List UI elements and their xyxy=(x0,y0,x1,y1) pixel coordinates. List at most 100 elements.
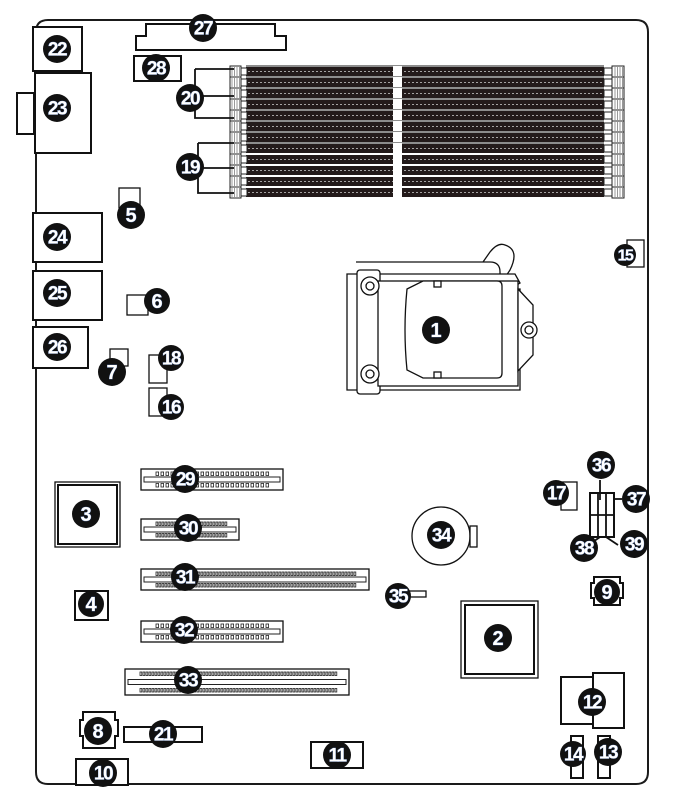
callout-34: 34 xyxy=(427,521,455,549)
callout-label: 38 xyxy=(575,539,594,560)
callout-marker xyxy=(43,279,71,307)
callout-13: 13 xyxy=(594,738,622,766)
callout-label: 6 xyxy=(151,291,162,313)
callout-label: 20 xyxy=(181,89,200,110)
callout-marker xyxy=(594,579,620,605)
callout-14: 14 xyxy=(560,741,586,767)
callout-25: 25 xyxy=(43,279,71,307)
callout-marker xyxy=(560,741,586,767)
dimm-slot xyxy=(229,98,625,111)
callout-label: 4 xyxy=(85,594,97,616)
callout-marker xyxy=(78,591,104,617)
pci-slot-33 xyxy=(124,668,350,696)
callout-label: 12 xyxy=(583,693,602,714)
callout-marker xyxy=(142,54,170,82)
callout-marker xyxy=(43,35,71,63)
callout-label: 7 xyxy=(106,362,117,384)
dimm-slot xyxy=(229,164,625,177)
pcie-slot-32 xyxy=(140,620,284,643)
callout-marker xyxy=(43,94,71,122)
callout-label: 22 xyxy=(48,40,67,61)
callout-19: 19 xyxy=(176,153,204,181)
callout-label: 8 xyxy=(92,721,103,743)
callout-marker xyxy=(43,333,71,361)
callout-marker xyxy=(620,530,648,558)
callout-18: 18 xyxy=(158,345,184,371)
callout-label: 28 xyxy=(147,59,166,80)
pcie-slot-29 xyxy=(140,468,284,491)
callout-marker xyxy=(427,521,455,549)
callout-label: 23 xyxy=(48,99,67,120)
callout-marker xyxy=(158,394,184,420)
callout-marker xyxy=(158,345,184,371)
callout-marker xyxy=(149,720,177,748)
callout-label: 32 xyxy=(175,621,194,642)
dimm-slot xyxy=(229,109,625,122)
callout-label: 33 xyxy=(179,671,198,692)
callout-label: 39 xyxy=(625,535,644,556)
callout-marker xyxy=(543,480,569,506)
callout-label: 29 xyxy=(176,470,195,491)
callout-label: 25 xyxy=(48,284,68,305)
callout-36: 36 xyxy=(587,451,615,479)
battery-34-clip xyxy=(469,525,478,548)
callout-24: 24 xyxy=(43,223,71,251)
callout-label: 18 xyxy=(162,349,181,370)
dimm-slot xyxy=(229,76,625,89)
callout-9: 9 xyxy=(594,579,620,605)
callout-marker xyxy=(170,616,198,644)
dimm-slot xyxy=(229,142,625,155)
expansion-slots xyxy=(124,468,370,696)
callout-37: 37 xyxy=(622,485,650,513)
callout-marker xyxy=(578,688,606,716)
callout-label: 31 xyxy=(176,568,196,589)
callout-38: 38 xyxy=(570,534,598,562)
callout-marker xyxy=(84,717,112,745)
jumper-block-36-39 xyxy=(589,480,622,546)
callout-marker xyxy=(189,14,217,42)
callout-27: 27 xyxy=(189,14,217,42)
callout-marker xyxy=(570,534,598,562)
callout-2: 2 xyxy=(484,624,512,652)
dimm-slot xyxy=(229,131,625,144)
dimm-slot xyxy=(229,175,625,188)
callout-label: 27 xyxy=(194,19,213,40)
callout-marker xyxy=(144,288,170,314)
callout-32: 32 xyxy=(170,616,198,644)
callout-marker xyxy=(385,583,411,609)
callout-marker xyxy=(622,485,650,513)
callout-35: 35 xyxy=(385,583,411,609)
callout-31: 31 xyxy=(171,563,199,591)
callout-26: 26 xyxy=(43,333,71,361)
callout-7: 7 xyxy=(98,358,126,386)
callout-marker xyxy=(89,759,117,787)
callout-label: 35 xyxy=(389,587,409,608)
callout-label: 19 xyxy=(181,158,200,179)
dimm-slot xyxy=(229,153,625,166)
callout-4: 4 xyxy=(78,591,104,617)
callout-11: 11 xyxy=(323,741,351,769)
callout-marker xyxy=(594,738,622,766)
callout-marker xyxy=(174,666,202,694)
callout-5: 5 xyxy=(117,201,145,229)
dimm-slot xyxy=(229,120,625,133)
callout-marker xyxy=(171,465,199,493)
dimm-slots xyxy=(229,65,625,199)
callout-29: 29 xyxy=(171,465,199,493)
callout-label: 10 xyxy=(94,764,113,785)
callout-label: 15 xyxy=(618,248,634,265)
callout-marker xyxy=(117,201,145,229)
callout-22: 22 xyxy=(43,35,71,63)
callout-label: 17 xyxy=(547,484,566,505)
callout-marker xyxy=(174,514,202,542)
callout-10: 10 xyxy=(89,759,117,787)
callout-21: 21 xyxy=(149,720,177,748)
callout-30: 30 xyxy=(174,514,202,542)
callout-label: 30 xyxy=(179,519,198,540)
callout-marker xyxy=(98,358,126,386)
callout-label: 9 xyxy=(601,582,612,604)
callout-1: 1 xyxy=(422,316,450,344)
callout-label: 24 xyxy=(48,228,68,249)
callout-marker xyxy=(72,500,100,528)
